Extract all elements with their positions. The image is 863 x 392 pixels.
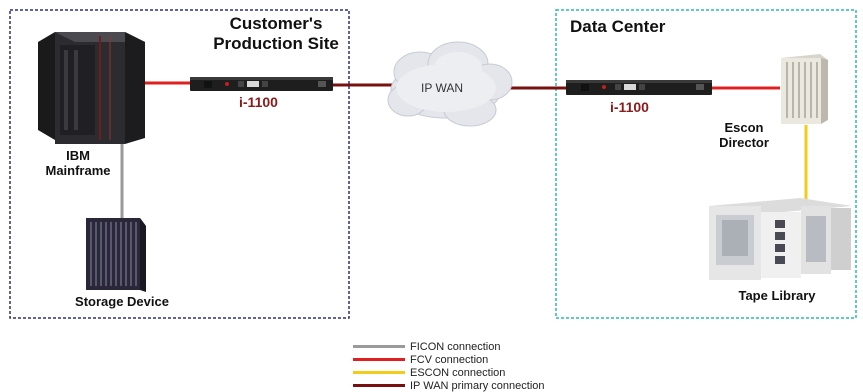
storage-device-icon <box>86 218 146 292</box>
ibm-mainframe-label-line2: Mainframe <box>45 163 111 178</box>
escon-director-label: Escon Director <box>714 120 774 150</box>
escon-director-icon <box>781 54 828 124</box>
legend-label-escon: ESCON connection <box>410 366 506 379</box>
datacenter-site-title: Data Center <box>570 17 666 36</box>
ip-wan-cloud-fill <box>396 52 496 112</box>
legend-label-ipwan: IP WAN primary connection <box>410 379 545 392</box>
tape-library-label: Tape Library <box>738 288 816 303</box>
i1100-right-label: i-1100 <box>610 99 649 115</box>
escon-director-label-line1: Escon <box>724 120 764 135</box>
legend-item-ipwan: IP WAN primary connection <box>353 379 545 392</box>
datacenter-site-box <box>555 9 857 319</box>
storage-device-label: Storage Device <box>75 294 169 309</box>
legend-item-fcv: FCV connection <box>353 353 488 366</box>
escon-director-label-line2: Director <box>719 135 769 150</box>
i1100-left-label: i-1100 <box>239 94 278 110</box>
i1100-right-device-icon <box>566 80 712 95</box>
customer-site-title: Customer's Production Site <box>196 14 356 54</box>
legend-item-escon: ESCON connection <box>353 366 505 379</box>
legend-swatch-ficon <box>353 345 405 348</box>
legend-swatch-escon <box>353 371 405 374</box>
customer-site-box <box>9 9 350 319</box>
legend-label-fcv: FCV connection <box>410 353 489 366</box>
legend-swatch-fcv <box>353 358 405 361</box>
customer-site-title-line1: Customer's <box>229 14 323 33</box>
tape-library-icon <box>709 198 852 280</box>
i1100-left-device-icon <box>190 77 333 91</box>
ibm-mainframe-label: IBM Mainframe <box>38 148 118 178</box>
ibm-mainframe-icon <box>38 32 145 144</box>
legend-label-ficon: FICON connection <box>410 340 501 353</box>
ibm-mainframe-label-line1: IBM <box>66 148 90 163</box>
customer-site-title-line2: Production Site <box>213 34 339 53</box>
ip-wan-label: IP WAN <box>421 81 464 95</box>
legend-swatch-ipwan <box>353 384 405 387</box>
legend-item-ficon: FICON connection <box>353 340 500 353</box>
